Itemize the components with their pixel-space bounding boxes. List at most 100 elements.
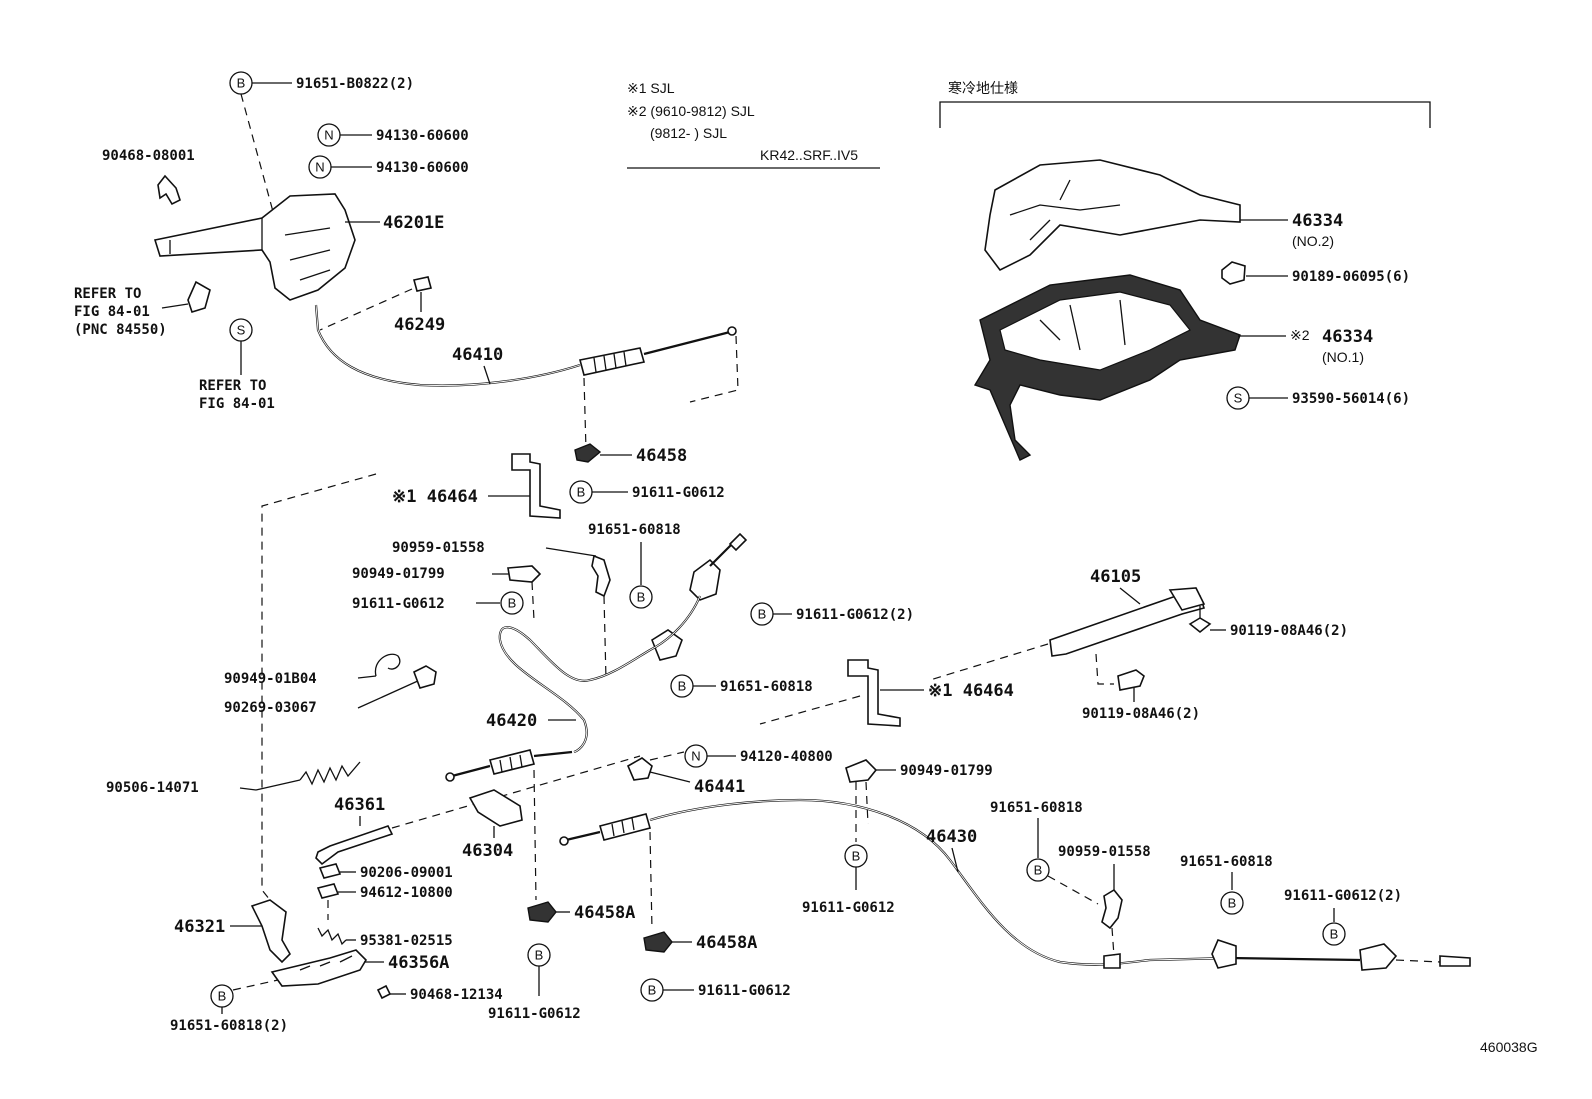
label-46458: 46458 [636, 446, 687, 466]
label-refer1-b: FIG 84-01 [74, 304, 150, 320]
clamp-90959-b-icon [1101, 888, 1123, 930]
symbol-s-93590: S [1234, 391, 1243, 406]
label-94130-60600-a: 94130-60600 [376, 128, 469, 144]
note-4: KR42..SRF..IV5 [760, 147, 858, 163]
label-refer1-c: (PNC 84550) [74, 322, 167, 338]
cable-46430-end-fitting [1439, 955, 1471, 967]
label-91611-g0612-d: 91611-G0612 [698, 983, 791, 999]
label-91611-g0612-b: 91611-G0612 [352, 596, 445, 612]
dash-46105 [929, 643, 1049, 681]
cable-46430-end-dash [1395, 959, 1441, 963]
spring-90506-14071-icon [255, 761, 361, 791]
guide-46304-icon [468, 789, 523, 827]
bolt-90119-b-icon [1117, 669, 1145, 691]
clip-90468-08001-icon [157, 174, 181, 206]
label-90119-08a46-2b: 90119-08A46(2) [1082, 706, 1200, 722]
symbol-b-91611-2b: B [1330, 927, 1339, 942]
leader-90269-03067 [357, 679, 421, 709]
label-refer1-a: REFER TO [74, 286, 141, 302]
cable-46430-rod-end [559, 836, 569, 846]
leader-90506 [239, 787, 257, 791]
label-46361: 46361 [334, 795, 385, 815]
bracket-46464-b-shape [847, 659, 901, 727]
lever-46321-icon [250, 899, 291, 964]
clip-90949-b-icon [845, 759, 878, 783]
label-mark2: ※2 [1290, 327, 1310, 343]
dash-91611-e2 [865, 781, 869, 825]
front-cable-46410: 46410 [314, 304, 739, 451]
insulator-no2-detail [1009, 179, 1121, 241]
insulator-no2-shape [984, 159, 1241, 272]
figure-id: 460038G [1480, 1039, 1538, 1055]
label-94130-60600-b: 94130-60600 [376, 160, 469, 176]
label-refer2-a: REFER TO [199, 378, 266, 394]
symbol-n-94120: N [691, 749, 700, 764]
clip-46458-icon [574, 443, 602, 463]
dash-91651-b0822 [240, 93, 279, 231]
cable-46420-rod-end [445, 772, 455, 782]
label-46304: 46304 [462, 841, 513, 861]
clip-46458a-a-group: 46458A B 91611-G0612 [488, 901, 635, 1022]
leader-90959-a [545, 547, 597, 557]
cold-region-bracket [939, 101, 1431, 128]
symbol-b-91651-2: B [218, 989, 227, 1004]
cable-46410-rod [643, 330, 731, 356]
washer-94612-icon [316, 883, 340, 899]
boot-ribs [593, 351, 627, 373]
label-90949-01b04: 90949-01B04 [224, 671, 317, 687]
label-46458a-b: 46458A [696, 933, 757, 953]
label-46334-no2: 46334 [1292, 211, 1343, 231]
label-90468-08001: 90468-08001 [102, 148, 195, 164]
label-91611-g0612-e: 91611-G0612 [802, 900, 895, 916]
label-90949-01799-b: 90949-01799 [900, 763, 993, 779]
bracket-46464-a-shape [511, 453, 561, 519]
nut-90189-icon [1221, 261, 1246, 285]
symbol-b-91651-c: B [1034, 863, 1043, 878]
symbol-b-91611-b: B [508, 596, 517, 611]
label-46441: 46441 [694, 777, 745, 797]
guide-46304-group: 46304 46441 N 94120-40800 [462, 744, 833, 861]
cable-46410-inner [315, 304, 581, 386]
cable-46430-boot [599, 813, 651, 841]
label-46201e: 46201E [383, 213, 444, 233]
symbol-b-91651-b0822: B [237, 76, 246, 91]
dash-left-long [261, 473, 377, 901]
label-91611-g0612-a: 91611-G0612 [632, 485, 725, 501]
cable-46430-end-clamp [1359, 943, 1398, 971]
cable-46430-rod [565, 830, 601, 842]
symbol-b-91611-a: B [577, 485, 586, 500]
note-3: (9812- ) SJL [650, 125, 727, 141]
label-91611-g0612-c: 91611-G0612 [488, 1006, 581, 1022]
label-90949-01799-a: 90949-01799 [352, 566, 445, 582]
clip-90949-a-icon [507, 565, 542, 583]
label-46356a: 46356A [388, 953, 449, 973]
cable-46420-boot [489, 749, 535, 775]
bracket-46464-lower-and-46105: ※1 46464 46105 90119-08A46(2) 90119-08A4… [759, 567, 1348, 727]
symbol-b-91611-e: B [852, 849, 861, 864]
spring-grommet-group: 90949-01B04 90269-03067 [224, 653, 437, 716]
label-90189-06095: 90189-06095(6) [1292, 269, 1410, 285]
dash-91651-c [1047, 875, 1099, 905]
label-91651-b0822: 91651-B0822(2) [296, 76, 414, 92]
symbol-b-circle-91651-a [629, 585, 653, 609]
boot-46430-ribs [611, 817, 635, 837]
yoke-bracket-icon [689, 558, 721, 601]
cable-46430-mid-fitting [1103, 953, 1121, 969]
clamp-90959-a-icon [591, 554, 611, 598]
washer-90206-icon [318, 863, 342, 879]
label-no1: (NO.1) [1322, 349, 1364, 365]
cable-46430-right-run [1229, 956, 1361, 962]
label-90468-12134: 90468-12134 [410, 987, 503, 1003]
cable-46410-boot [579, 347, 646, 376]
leader-46441 [649, 771, 691, 783]
label-90506-14071: 90506-14071 [106, 780, 199, 796]
cap-46249-icon [413, 276, 432, 292]
symbol-b-91611-c: B [535, 948, 544, 963]
label-refer2-b: FIG 84-01 [199, 396, 275, 412]
symbol-n-94130-b: N [315, 160, 324, 175]
grommet-90269-03067-icon [412, 665, 437, 689]
bushing-46441-icon [626, 757, 653, 781]
label-46321: 46321 [174, 917, 225, 937]
clip-46458a-a-icon [527, 901, 557, 923]
